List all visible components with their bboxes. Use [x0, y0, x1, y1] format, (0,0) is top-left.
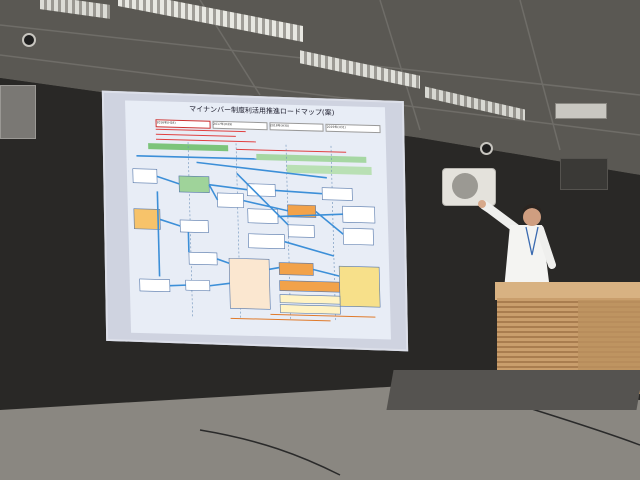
speaker-icon [0, 85, 36, 139]
ceiling-light-icon [555, 103, 607, 119]
wall-panel [560, 158, 608, 190]
roadmap-diagram [132, 128, 381, 322]
presenter-figure [478, 200, 556, 290]
slide: マイナンバー制度利活用推進ロードマップ(案) 2016年(H28) 2017年(… [125, 100, 391, 340]
podium [495, 282, 640, 300]
security-camera-icon [22, 33, 36, 47]
stage-platform [386, 370, 640, 410]
speaker-grille [452, 173, 478, 199]
security-camera-icon [480, 142, 493, 155]
